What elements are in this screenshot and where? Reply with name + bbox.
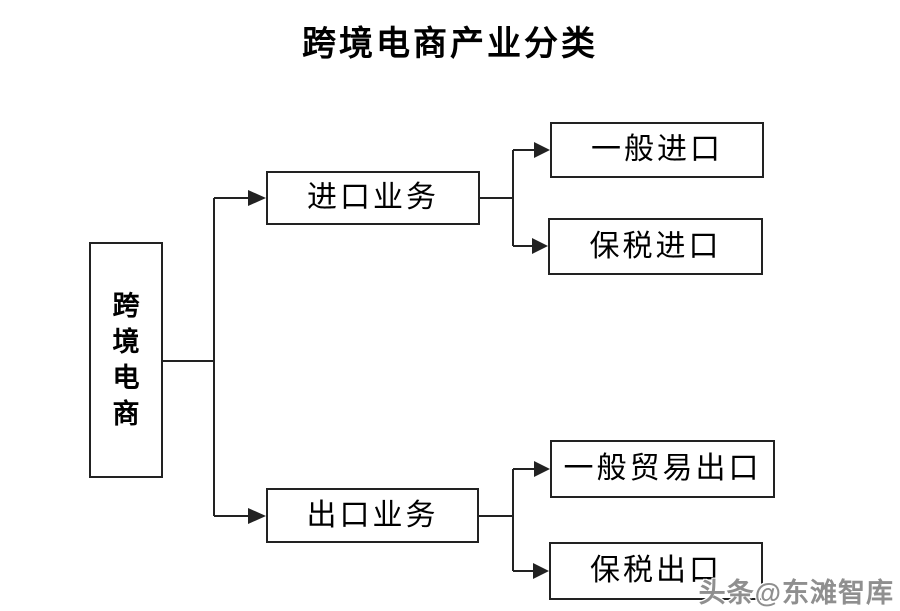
node-bonded-export-label: 保税出口 <box>590 554 722 587</box>
node-general-trade-export: 一般贸易出口 <box>550 440 775 498</box>
arrowhead-icon <box>533 563 549 579</box>
node-root: 跨境电商 <box>89 242 163 478</box>
node-general-trade-export-label: 一般贸易出口 <box>563 452 762 485</box>
arrowhead-icon <box>534 461 550 477</box>
node-root-label: 跨境电商 <box>112 291 140 429</box>
node-general-import-label: 一般进口 <box>591 133 723 166</box>
arrowhead-icon <box>534 142 550 158</box>
diagram-title: 跨境电商产业分类 <box>302 25 598 63</box>
import-to-children-connector <box>480 142 550 254</box>
node-export-business-label: 出口业务 <box>306 498 439 532</box>
arrowhead-icon <box>532 238 548 254</box>
node-export-business: 出口业务 <box>266 488 479 543</box>
node-import-business-label: 进口业务 <box>307 181 439 214</box>
export-to-children-connector <box>479 461 550 579</box>
node-bonded-export: 保税出口 <box>549 542 763 600</box>
node-general-import: 一般进口 <box>550 122 764 178</box>
node-bonded-import: 保税进口 <box>548 218 763 275</box>
watermark: 头条@东滩智库 <box>698 578 894 608</box>
node-bonded-import-label: 保税进口 <box>589 229 722 263</box>
arrowhead-icon <box>248 190 266 206</box>
arrowhead-icon <box>248 508 266 524</box>
node-import-business: 进口业务 <box>266 171 480 225</box>
root-to-branches-connector <box>163 190 266 524</box>
